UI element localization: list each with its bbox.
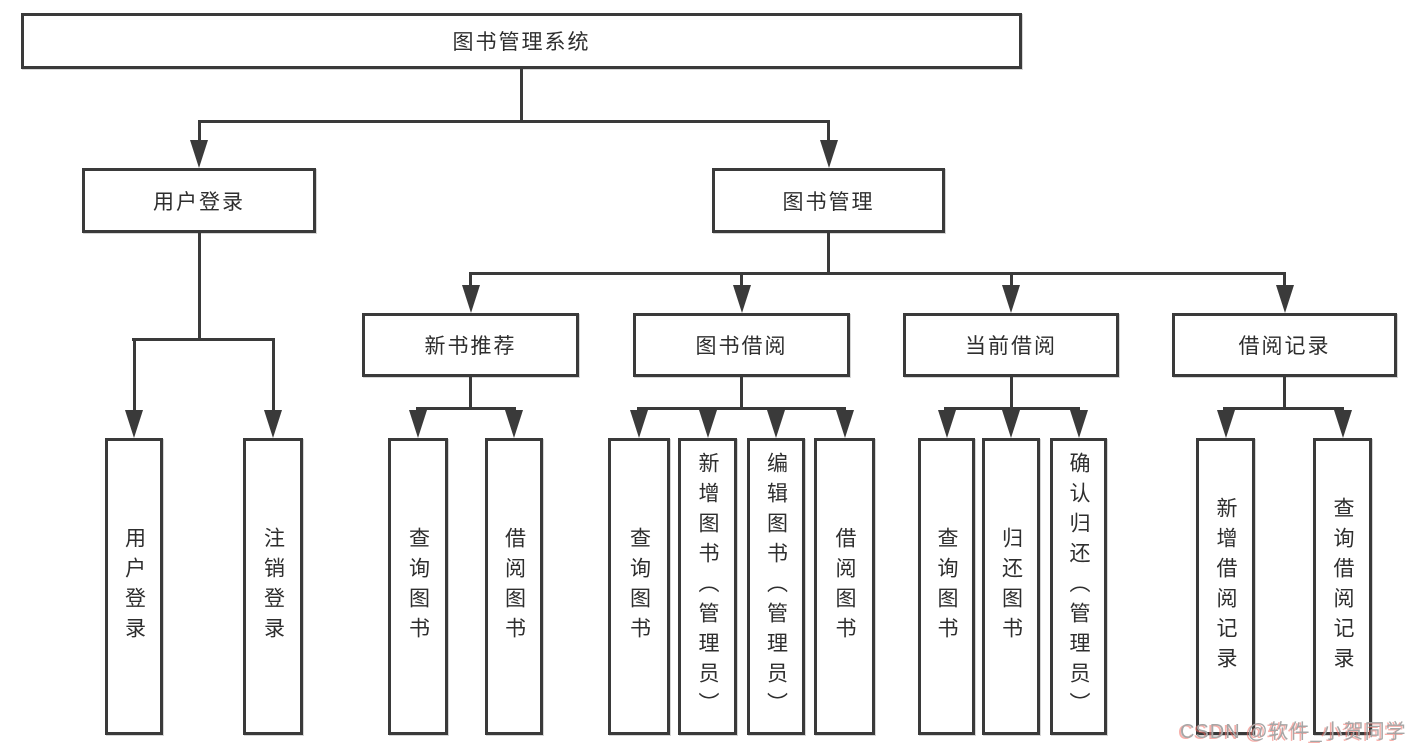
node-borrowing-records: 借阅记录 [1172, 313, 1397, 377]
connector-records-stem [1283, 377, 1286, 410]
connector-records-split [1223, 407, 1344, 410]
leaf-current-query-books: 查询图书 [918, 438, 975, 735]
arrowhead-leaf [699, 410, 717, 438]
leaf-query-borrow-record-label: 查询借阅记录 [1331, 496, 1354, 677]
arrowhead-leaf [1217, 410, 1235, 438]
node-borrowing-records-label: 借阅记录 [1238, 335, 1331, 358]
leaf-return-books: 归还图书 [982, 438, 1040, 735]
connector-book-management-split [469, 272, 1286, 275]
connector-recommendation-split [416, 407, 516, 410]
node-user-login: 用户登录 [82, 168, 316, 233]
connector-l3-shaft [1010, 272, 1013, 289]
arrowhead-leaf [1334, 410, 1352, 438]
leaf-confirm-return-admin: 确认归还（管理员） [1050, 438, 1107, 735]
arrowhead-leaf [1070, 410, 1088, 438]
leaf-borrow-query-books-label: 查询图书 [627, 526, 651, 647]
leaf-edit-books-admin: 编辑图书（管理员） [747, 438, 805, 735]
arrowhead-l3 [462, 285, 480, 313]
leaf-user-login: 用户登录 [105, 438, 163, 735]
arrowhead-leaf [630, 410, 648, 438]
leaf-return-books-label: 归还图书 [999, 526, 1023, 647]
arrowhead-leaf [409, 410, 427, 438]
arrowhead-leaf [264, 410, 282, 438]
connector-user-login-shaft [198, 120, 201, 144]
connector-root-stem [520, 68, 523, 122]
connector-book-management-shaft [827, 120, 830, 144]
leaf-query-borrow-record: 查询借阅记录 [1313, 438, 1372, 735]
leaf-add-borrow-record-label: 新增借阅记录 [1214, 496, 1237, 677]
connector-l3-shaft [1283, 272, 1286, 289]
node-current-borrowing: 当前借阅 [903, 313, 1119, 377]
connector-l3-shaft [469, 272, 472, 289]
connector-leaf-shaft [133, 338, 136, 416]
node-library-system: 图书管理系统 [21, 13, 1022, 69]
connector-borrowing-stem [740, 377, 743, 410]
node-new-book-recommendation-label: 新书推荐 [424, 335, 517, 358]
node-book-management: 图书管理 [712, 168, 945, 233]
leaf-user-login-label: 用户登录 [122, 526, 146, 647]
node-library-system-label: 图书管理系统 [452, 31, 591, 54]
leaf-recommend-query-books: 查询图书 [388, 438, 448, 735]
leaf-borrow-query-books: 查询图书 [608, 438, 670, 735]
leaf-borrow-borrow-books-label: 借阅图书 [833, 526, 856, 647]
arrowhead-leaf [125, 410, 143, 438]
leaf-logout: 注销登录 [243, 438, 303, 735]
arrowhead-user-login [190, 140, 208, 168]
node-book-management-label: 图书管理 [782, 190, 875, 214]
leaf-add-borrow-record: 新增借阅记录 [1196, 438, 1255, 735]
node-new-book-recommendation: 新书推荐 [362, 313, 579, 377]
leaf-recommend-borrow-books: 借阅图书 [485, 438, 543, 735]
arrowhead-book-management [820, 140, 838, 168]
node-user-login-label: 用户登录 [153, 190, 245, 214]
arrowhead-leaf [1002, 410, 1020, 438]
connector-recommendation-stem [469, 377, 472, 410]
arrowhead-l3 [1276, 285, 1294, 313]
leaf-confirm-return-admin-label: 确认归还（管理员） [1067, 451, 1090, 722]
leaf-borrow-borrow-books: 借阅图书 [814, 438, 875, 735]
leaf-current-query-books-label: 查询图书 [935, 526, 958, 647]
connector-borrowing-split [637, 407, 846, 410]
arrowhead-leaf [767, 410, 785, 438]
leaf-edit-books-admin-label: 编辑图书（管理员） [764, 451, 788, 722]
connector-current-stem [1010, 377, 1013, 410]
leaf-recommend-query-books-label: 查询图书 [406, 526, 430, 647]
node-book-borrowing-label: 图书借阅 [695, 335, 788, 358]
arrowhead-leaf [938, 410, 956, 438]
connector-user-login-stem [198, 233, 201, 341]
arrowhead-leaf [836, 410, 854, 438]
leaf-add-books-admin-label: 新增图书（管理员） [696, 451, 719, 722]
arrowhead-l3 [733, 285, 751, 313]
leaf-logout-label: 注销登录 [261, 526, 285, 647]
connector-leaf-shaft [272, 338, 275, 416]
connector-book-management-stem [827, 233, 830, 275]
connector-l3-shaft [740, 272, 743, 289]
connector-root-split [198, 120, 830, 123]
node-current-borrowing-label: 当前借阅 [965, 335, 1057, 358]
csdn-watermark: CSDN @软件_小贺同学 [1180, 721, 1405, 743]
connector-user-login-split [132, 338, 275, 341]
leaf-recommend-borrow-books-label: 借阅图书 [502, 526, 526, 647]
leaf-add-books-admin: 新增图书（管理员） [678, 438, 737, 735]
node-book-borrowing: 图书借阅 [633, 313, 850, 377]
arrowhead-leaf [505, 410, 523, 438]
arrowhead-l3 [1002, 285, 1020, 313]
